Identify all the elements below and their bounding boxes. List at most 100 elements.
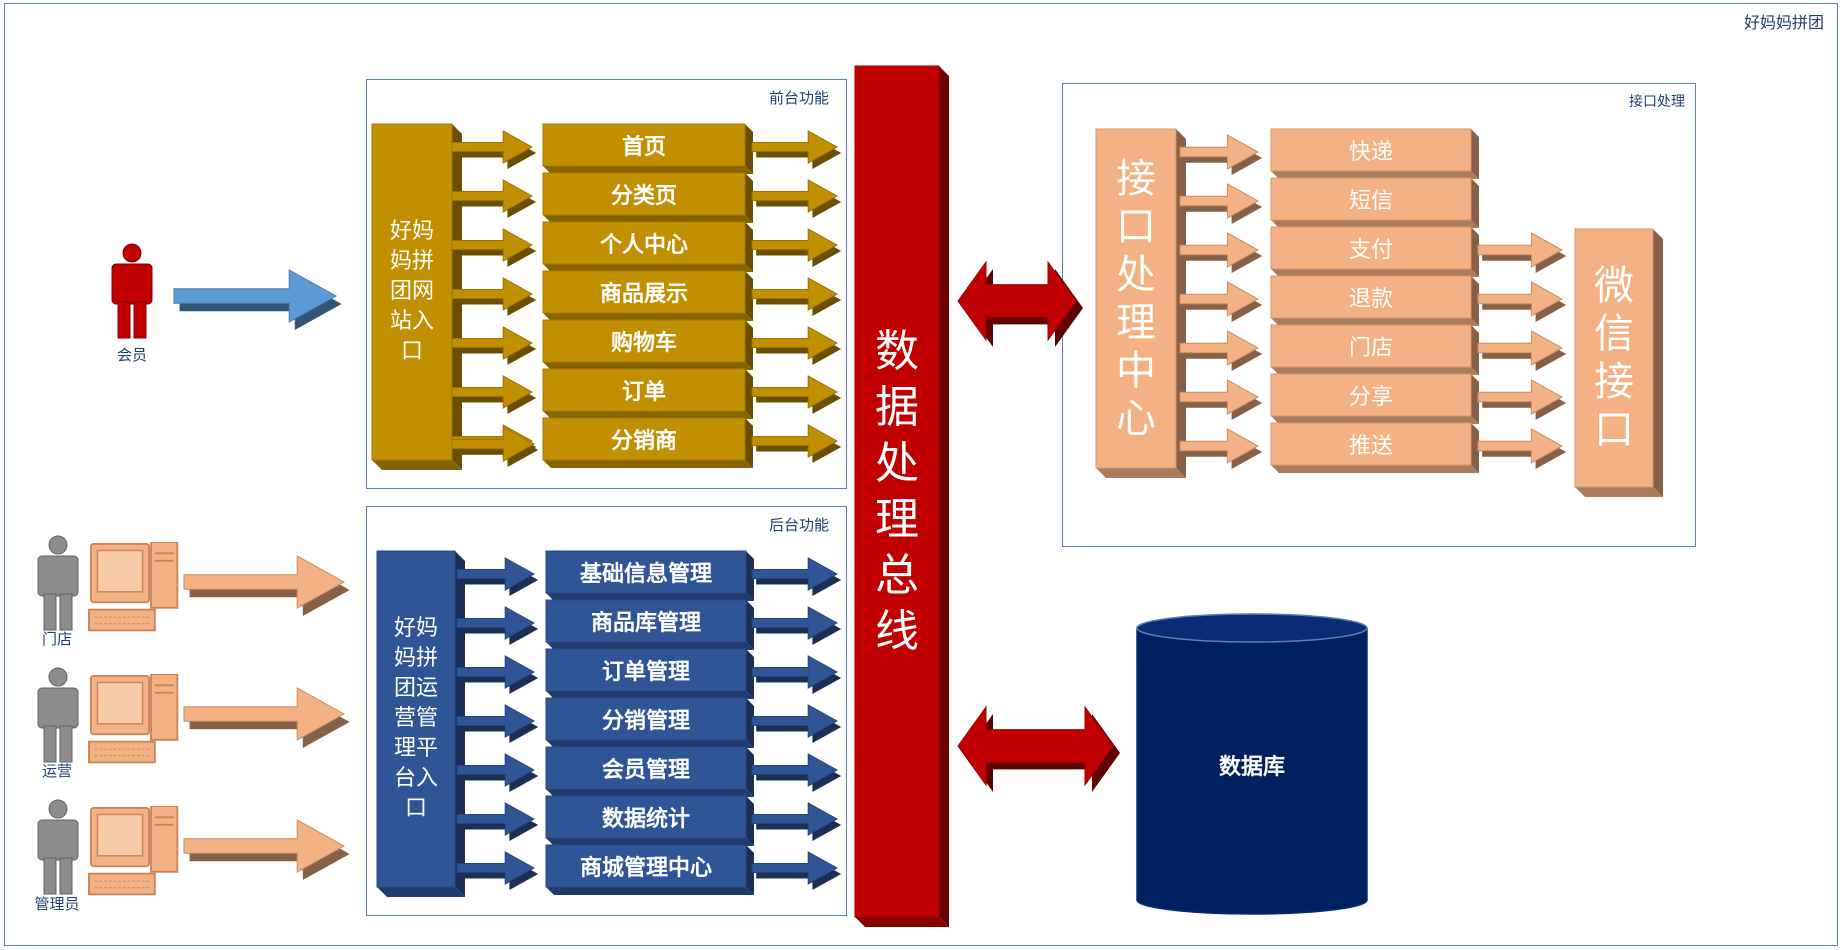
back-item-label: 订单管理 <box>601 660 690 685</box>
front-panel-title: 前台功能 <box>769 89 830 107</box>
interface-arrow-in <box>1179 134 1263 175</box>
front-item-block <box>542 172 753 223</box>
front-item-label: 个人中心 <box>599 233 688 258</box>
data-bus-block <box>854 65 949 927</box>
front-arrow-out <box>751 277 842 316</box>
front-arrow-in <box>451 375 537 414</box>
outer-frame <box>4 3 1838 946</box>
front-item-label: 订单 <box>621 380 666 405</box>
back-panel-title: 后台功能 <box>769 516 830 534</box>
admin-person-icon <box>37 799 79 895</box>
back-arrow-out <box>751 851 842 890</box>
back-item-block <box>545 550 754 601</box>
front-item-block <box>542 417 753 468</box>
interface-arrow-in <box>1179 428 1263 469</box>
interface-center-block <box>1095 128 1186 478</box>
admin-arrow <box>183 819 350 880</box>
interface-arrow-in <box>1179 232 1263 273</box>
outer-title: 好妈妈拼团 <box>1743 13 1824 32</box>
back-arrow-out <box>751 753 842 792</box>
interface-item-block <box>1270 128 1479 179</box>
front-arrow-out <box>751 179 842 218</box>
member-person-icon <box>111 243 153 339</box>
interface-item-label: 推送 <box>1348 434 1393 459</box>
front-item-label: 首页 <box>621 135 666 160</box>
front-item-label: 购物车 <box>610 331 677 356</box>
back-item-label: 商品库管理 <box>590 611 701 636</box>
front-arrow-in <box>451 179 537 218</box>
interface-panel-title: 接口处理 <box>1629 94 1685 110</box>
back-item-label: 数据统计 <box>601 807 690 832</box>
interface-item-label: 分享 <box>1348 385 1393 410</box>
interface-arrow-in <box>1179 379 1263 420</box>
back-item-label: 会员管理 <box>601 758 690 783</box>
actor-label-member: 会员 <box>116 346 147 364</box>
wechat-interface-block <box>1574 228 1663 497</box>
front-arrow-in <box>451 130 537 169</box>
front-item-block <box>542 123 753 174</box>
back-panel <box>366 506 847 916</box>
back-arrow-in <box>456 851 539 890</box>
front-item-block <box>542 319 753 370</box>
interface-arrow-in <box>1179 183 1263 224</box>
interface-arrow-in <box>1179 330 1263 371</box>
front-arrow-in <box>451 426 539 467</box>
store-computer-icon <box>88 542 179 632</box>
back-arrow-in <box>456 802 539 841</box>
back-item-label: 基础信息管理 <box>579 562 712 587</box>
interface-item-block <box>1270 177 1479 228</box>
interface-item-label: 门店 <box>1348 336 1393 361</box>
interface-item-block <box>1270 373 1479 424</box>
back-arrow-in <box>456 704 539 743</box>
interface-item-label: 快递 <box>1348 140 1393 165</box>
interface-arrow-out <box>1477 428 1567 469</box>
front-arrow-out <box>751 228 842 267</box>
back-item-block <box>545 697 754 748</box>
bus-interface-double-arrow <box>957 260 1083 347</box>
front-item-block <box>542 270 753 321</box>
back-item-label: 商城管理中心 <box>579 856 712 881</box>
wechat-interface-label: 微信接口 <box>1594 263 1634 453</box>
interface-item-block <box>1270 324 1479 375</box>
interface-arrow-out <box>1477 281 1567 322</box>
front-panel <box>366 79 847 489</box>
interface-arrow-out <box>1477 379 1567 420</box>
front-item-label: 分销商 <box>610 429 677 454</box>
front-item-label: 分类页 <box>610 184 677 209</box>
front-item-block <box>542 221 753 272</box>
interface-arrow-in <box>1179 281 1263 322</box>
interface-arrow-out <box>1477 232 1567 273</box>
admin-computer-icon <box>88 806 179 896</box>
member-arrow <box>173 269 342 330</box>
back-arrow-out <box>751 606 842 645</box>
back-item-block <box>545 599 754 650</box>
front-entry-label: 好妈妈拼团网站入口 <box>389 219 434 364</box>
operation-computer-icon <box>88 674 179 764</box>
interface-item-label: 支付 <box>1348 238 1393 263</box>
back-arrow-out <box>751 704 842 743</box>
store-person-icon <box>37 535 79 631</box>
interface-item-label: 短信 <box>1348 189 1393 214</box>
back-arrow-out <box>751 655 842 694</box>
front-arrow-out <box>751 375 842 414</box>
data-bus-label: 数据处理总线 <box>875 325 919 657</box>
interface-center-label: 接口处理中心 <box>1116 155 1156 442</box>
front-arrow-in <box>451 326 537 365</box>
back-arrow-out <box>751 557 842 596</box>
back-item-block <box>545 648 754 699</box>
back-arrow-in <box>456 655 539 694</box>
database-label: 数据库 <box>1218 755 1285 780</box>
front-arrow-out <box>751 326 842 365</box>
back-entry-label: 好妈妈拼团运营管理平台入口 <box>393 616 438 821</box>
back-arrow-in <box>456 557 539 596</box>
front-arrow-in <box>451 228 537 267</box>
front-arrow-out <box>751 424 842 463</box>
actor-label-admin: 管理员 <box>34 895 80 913</box>
back-item-block <box>545 746 754 797</box>
actor-label-store: 门店 <box>41 630 72 648</box>
interface-item-block <box>1270 422 1479 473</box>
interface-arrow-out <box>1477 330 1567 371</box>
back-arrow-in <box>456 606 539 645</box>
